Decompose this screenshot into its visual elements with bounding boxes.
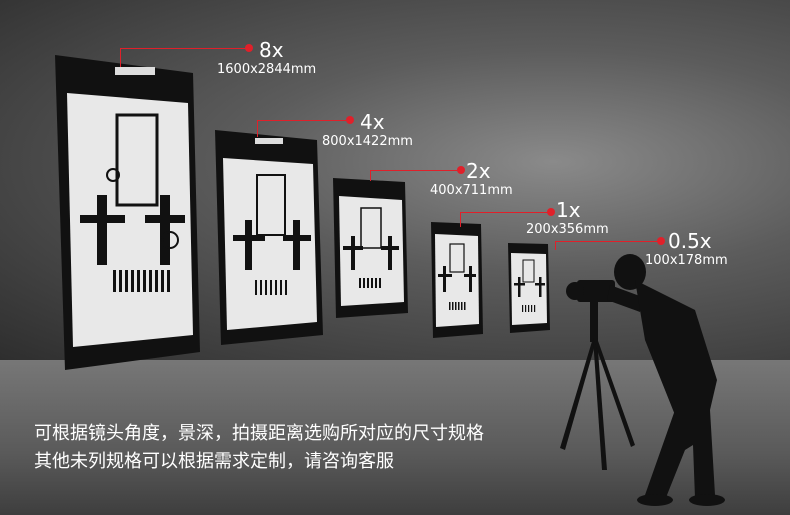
size-label: 800x1422mm — [322, 134, 413, 149]
magnification-label: 1x — [556, 198, 581, 222]
marker-dot-2x — [457, 166, 465, 174]
caption-line-1: 可根据镜头角度，景深，拍摄距离选购所对应的尺寸规格 — [34, 423, 484, 444]
size-label: 1600x2844mm — [217, 62, 317, 77]
callout-4x: 4x 800x1422mm — [322, 112, 413, 149]
leader-line-0.5x — [555, 241, 661, 250]
marker-dot-4x — [346, 116, 354, 124]
test-chart-0.5x — [508, 243, 550, 333]
marker-dot-0.5x — [657, 237, 665, 245]
magnification-label: 0.5x — [668, 229, 712, 253]
callout-2x: 2x 400x711mm — [430, 161, 513, 198]
test-chart-2x — [333, 178, 408, 318]
marker-dot-1x — [547, 208, 555, 216]
caption: 可根据镜头角度，景深，拍摄距离选购所对应的尺寸规格 其他未列规格可以根据需求定制… — [34, 420, 484, 476]
callout-1x: 1x 200x356mm — [526, 200, 609, 237]
magnification-label: 8x — [259, 38, 284, 62]
test-chart-4x — [215, 130, 323, 345]
magnification-label: 2x — [466, 159, 491, 183]
size-label: 100x178mm — [645, 253, 728, 268]
leader-line-1x — [460, 212, 551, 227]
marker-dot-8x — [245, 44, 253, 52]
caption-line-2: 其他未列规格可以根据需求定制，请咨询客服 — [34, 451, 394, 472]
photographer-silhouette — [560, 254, 725, 506]
magnification-label: 4x — [360, 110, 385, 134]
size-label: 200x356mm — [526, 222, 609, 237]
callout-0.5x: 0.5x 100x178mm — [645, 231, 728, 268]
test-chart-8x — [55, 55, 200, 370]
leader-line-4x — [257, 120, 350, 137]
leader-line-2x — [370, 170, 461, 181]
callout-8x: 8x 1600x2844mm — [217, 40, 316, 77]
test-chart-1x — [431, 222, 483, 338]
leader-line-8x — [120, 48, 249, 67]
size-label: 400x711mm — [430, 183, 513, 198]
